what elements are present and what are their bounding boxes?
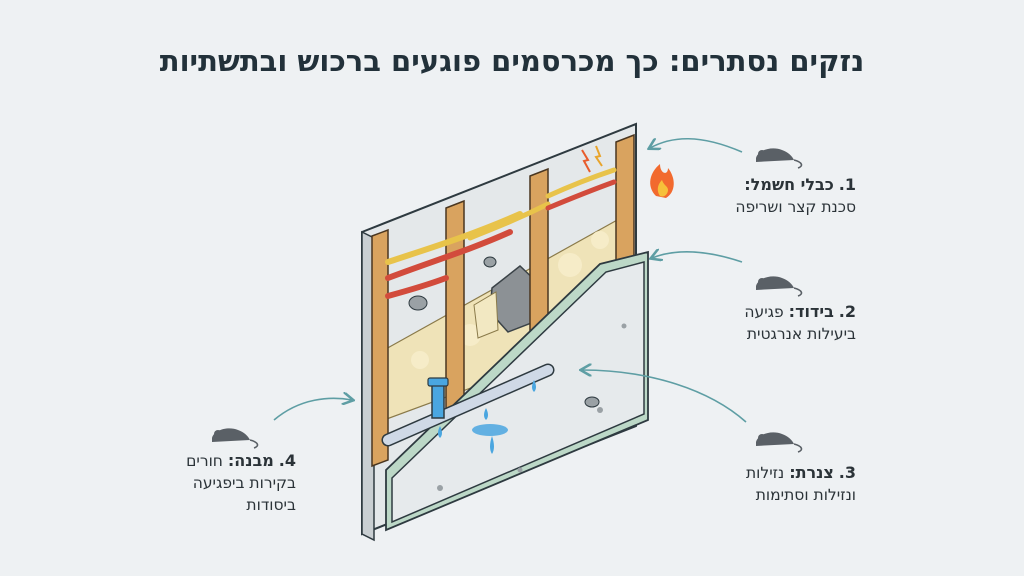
callout-description: סכנת קצר ושריפה [735, 198, 856, 216]
callout-description: ביעילות אנרגטית [746, 325, 856, 343]
callout-plumbing: 3. צנרת: נזילות ונזילות וסתימות [712, 462, 856, 506]
callout-number: 1. [838, 175, 856, 194]
callout-heading: כבלי חשמל: [744, 175, 834, 194]
callout-insulation: 2. בידוד: פגיעה ביעילות אנרגטית [700, 301, 856, 345]
callout-description: חורים [186, 452, 223, 470]
callout-description: ביסודות [246, 496, 296, 514]
page-title: נזקים נסתרים: כך מכרסמים פוגעים ברכוש וב… [159, 44, 865, 78]
spark-icon [581, 145, 603, 173]
callout-description: נזילות [745, 464, 785, 482]
callout-number: 3. [838, 463, 856, 482]
water-drop-icon [438, 380, 536, 454]
rat-icon [756, 148, 803, 169]
callout-heading: צנרת: [789, 463, 834, 482]
callout-arrows [273, 139, 747, 423]
fire-icon [650, 164, 674, 198]
callout-structure: 4. מבנה: חורים בקירות ביפגיעה ביסודות [150, 450, 296, 516]
insulation-hole [473, 265, 541, 339]
callout-description: ונזילות וסתימות [755, 486, 856, 504]
callout-description: בקירות ביפגיעה [192, 474, 296, 492]
rat-icon [212, 428, 259, 449]
callout-number: 2. [838, 302, 856, 321]
callout-electric-wires: 1. כבלי חשמל: סכנת קצר ושריפה [716, 174, 856, 218]
callout-number: 4. [278, 451, 296, 470]
rat-icon [756, 432, 803, 453]
callout-heading: מבנה: [227, 451, 274, 470]
callout-description: פגיעה [744, 303, 784, 321]
drywall-holes [408, 256, 497, 311]
callout-heading: בידוד: [788, 302, 834, 321]
water-pipe [381, 363, 555, 447]
front-wall-section [385, 250, 649, 532]
rat-icon [756, 276, 803, 297]
electric-wires [385, 167, 617, 299]
